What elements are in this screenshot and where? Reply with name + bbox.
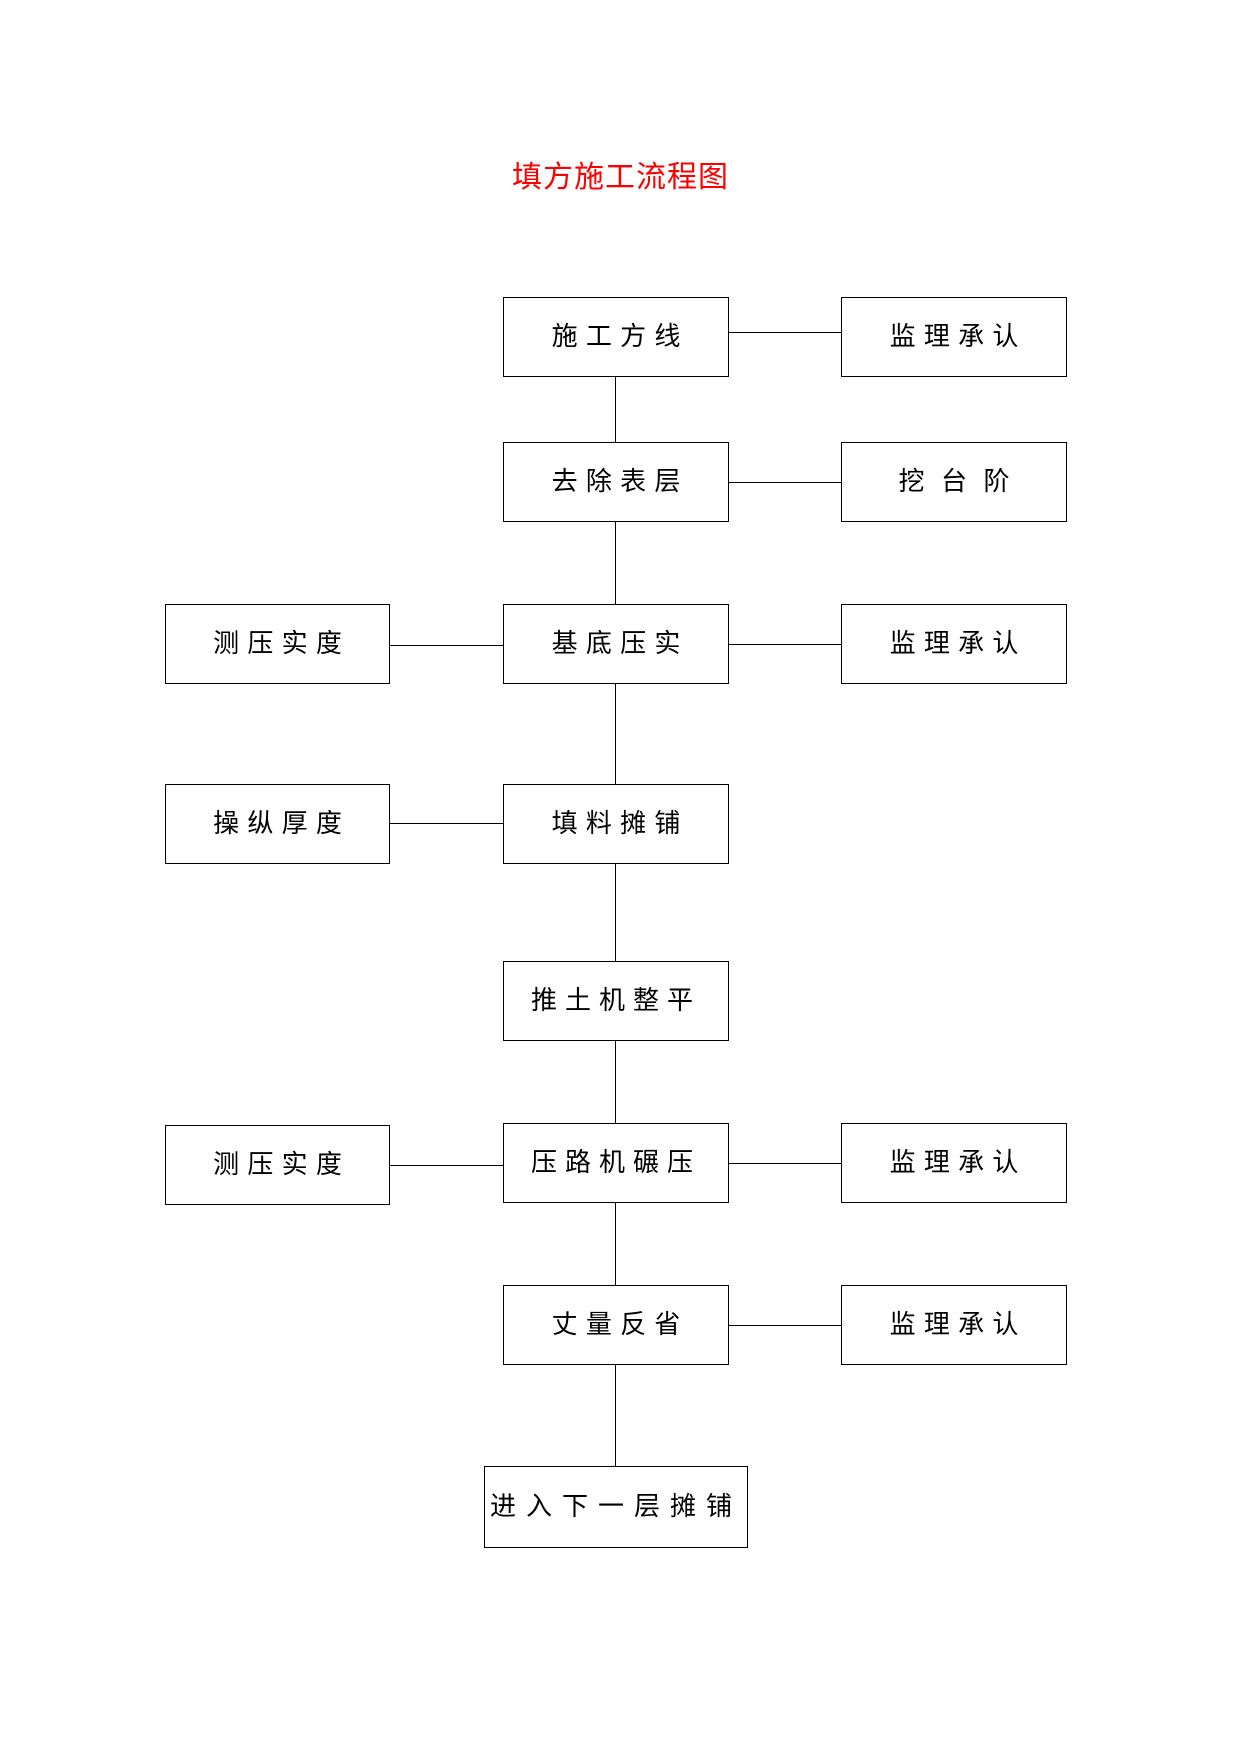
right-note-box-3: 监 理 承 认 [841,604,1067,684]
right-note-box-7: 监 理 承 认 [841,1285,1067,1365]
note-label: 监 理 承 认 [889,1310,1019,1340]
connector-right-2 [729,482,841,483]
note-label: 测 压 实 度 [213,1150,342,1180]
step-box-3: 基 底 压 实 [503,604,729,684]
step-label: 压路机碾压 [530,1148,701,1178]
connector-left-3 [390,645,503,646]
step-label: 丈 量 反 省 [551,1310,681,1340]
connector-4-5 [615,864,616,961]
step-label: 填 料 摊 铺 [551,809,681,839]
note-label: 监 理 承 认 [889,322,1019,352]
connector-left-4 [390,823,503,824]
right-note-box-1: 监 理 承 认 [841,297,1067,377]
connector-6-7 [615,1203,616,1285]
step-box-5: 推土机整平 [503,961,729,1041]
step-box-4: 填 料 摊 铺 [503,784,729,864]
right-note-box-6: 监 理 承 认 [841,1123,1067,1203]
note-label: 操 纵 厚 度 [213,809,342,839]
step-label: 基 底 压 实 [551,629,681,659]
step-box-7: 丈 量 反 省 [503,1285,729,1365]
step-box-8: 进入下一层摊铺 [484,1466,748,1548]
left-note-box-6: 测 压 实 度 [165,1125,390,1205]
step-label: 施 工 方 线 [551,322,681,352]
diagram-title: 填方施工流程图 [512,160,729,195]
connector-left-6 [390,1165,503,1166]
connector-right-6 [729,1163,841,1164]
connector-right-1 [729,332,841,333]
connector-2-3 [615,522,616,604]
connector-right-7 [729,1325,841,1326]
note-label: 挖 台 阶 [898,467,1010,497]
step-label: 推土机整平 [530,986,701,1016]
step-box-1: 施 工 方 线 [503,297,729,377]
step-box-6: 压路机碾压 [503,1123,729,1203]
connector-1-2 [615,377,616,442]
connector-7-8 [615,1365,616,1466]
connector-right-3 [729,644,841,645]
note-label: 监 理 承 认 [889,629,1019,659]
left-note-box-4: 操 纵 厚 度 [165,784,390,864]
note-label: 监 理 承 认 [889,1148,1019,1178]
step-label: 进入下一层摊铺 [489,1492,742,1522]
connector-5-6 [615,1041,616,1123]
connector-3-4 [615,684,616,784]
step-box-2: 去 除 表 层 [503,442,729,522]
left-note-box-3: 测 压 实 度 [165,604,390,684]
step-label: 去 除 表 层 [551,467,681,497]
note-label: 测 压 实 度 [213,629,342,659]
right-note-box-2: 挖 台 阶 [841,442,1067,522]
